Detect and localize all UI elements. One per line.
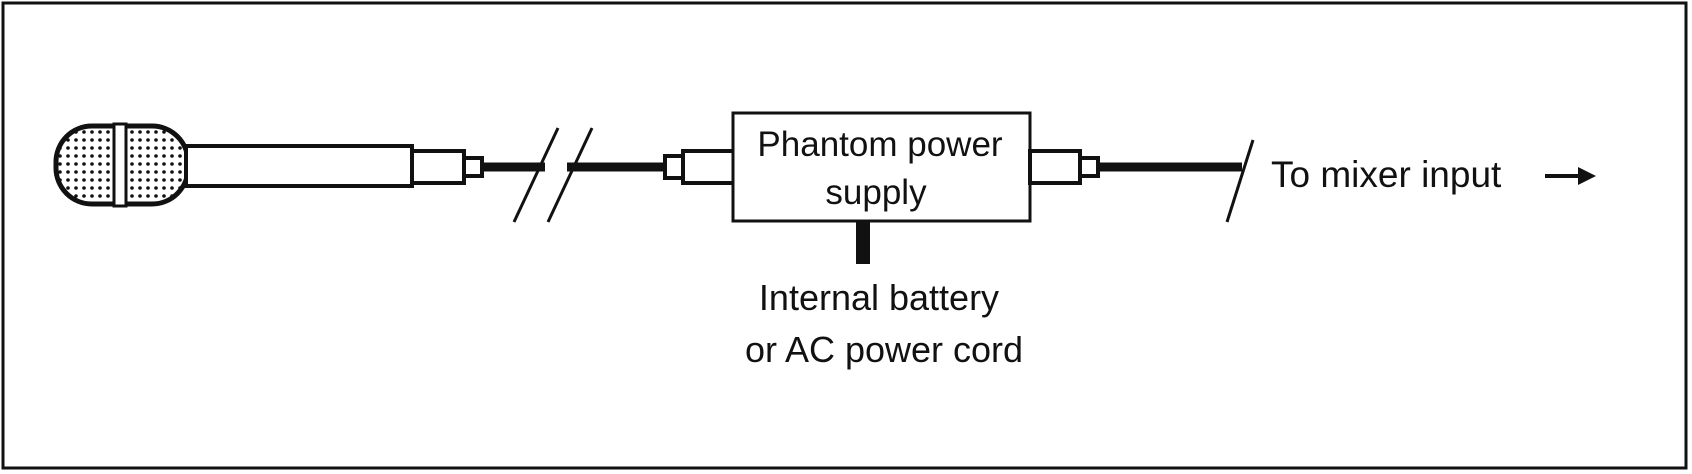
microphone-head-band <box>112 122 128 208</box>
supply-input-connector <box>663 154 685 180</box>
mixer-label: To mixer input <box>1271 154 1502 195</box>
supply-input-plug <box>681 149 737 185</box>
supply-power-lead <box>856 221 870 264</box>
cable-break-mark-left <box>512 127 560 223</box>
input-cable <box>482 127 737 223</box>
microphone-icon <box>53 122 484 208</box>
supply-output-connector <box>1078 156 1100 178</box>
supply-output-plug <box>1028 149 1082 185</box>
cable-break-mark-right <box>546 127 594 223</box>
power-source-label-line1: Internal battery <box>759 277 999 318</box>
output-cable: To mixer input <box>1028 139 1596 223</box>
supply-label-line2: supply <box>825 173 927 212</box>
cable-break-mark-output <box>1225 139 1255 223</box>
microphone-connector <box>410 149 466 185</box>
arrow-right-icon <box>1545 167 1596 185</box>
phantom-power-supply: Phantom power supply <box>731 111 1032 264</box>
supply-label-line1: Phantom power <box>757 125 1002 164</box>
microphone-connector-tip <box>462 156 484 178</box>
microphone-body <box>184 144 414 188</box>
power-source-label-line2: or AC power cord <box>745 329 1023 370</box>
